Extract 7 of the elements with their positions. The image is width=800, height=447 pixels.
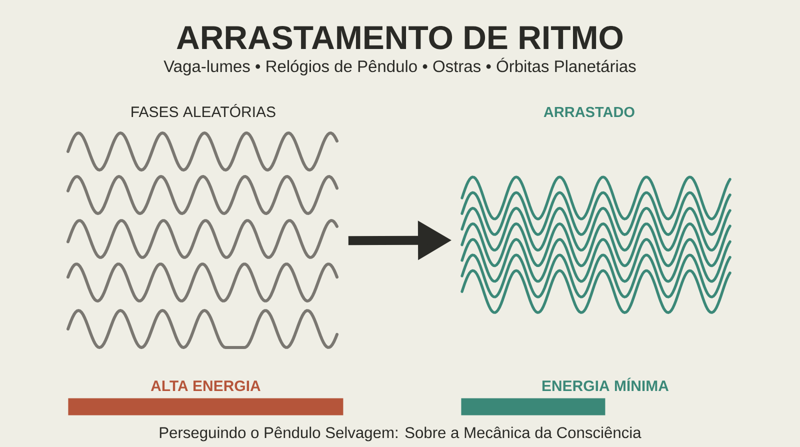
caption: Perseguindo o Pêndulo Selvagem: Sobre a Mecânica da Consciência [160,426,642,442]
heading: ENERGIA MÍNIMA [542,378,669,392]
title: ARRASTAMENTO DE RITMO [176,26,623,50]
heading: ALTA ENERGIA [150,380,260,392]
subtitle: Vaga-lumes • Relógios de Pêndulo • Ostras • Órbitas Planetárias [164,58,636,76]
heading: FASES ALEATÓRIAS [132,104,276,118]
heading: ARRASTADO [544,106,634,118]
